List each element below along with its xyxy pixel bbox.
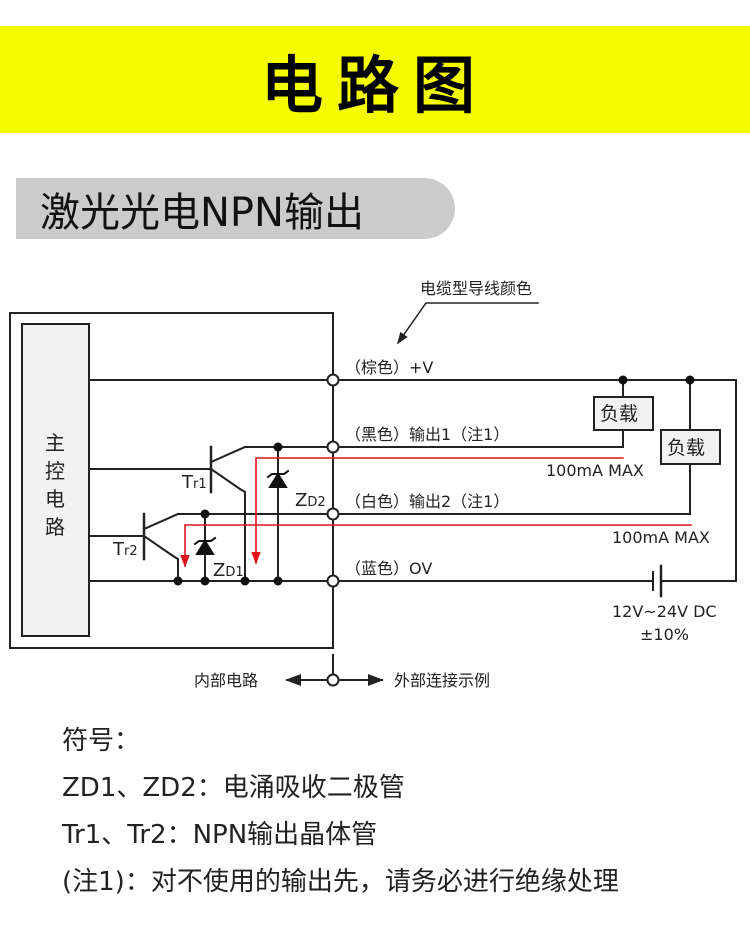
label-brown: （棕色）+V (345, 358, 433, 377)
load2-box (660, 429, 721, 465)
supply-voltage: 12V~24V DC (612, 602, 717, 621)
load2-label: 负载 (667, 437, 705, 459)
main-circuit-char: 主 (45, 431, 65, 455)
supply-tolerance: ±10% (640, 625, 689, 644)
internal-circuit-label: 内部电路 (194, 671, 258, 690)
legend-transistor: Tr1、Tr2：NPN输出晶体管 (62, 820, 378, 850)
main-circuit-char: 路 (45, 515, 65, 539)
page-title: 电路图 (260, 48, 489, 122)
current-path-2 (180, 524, 692, 568)
tr1-label: Tr1 (181, 472, 207, 493)
zd2-label: ZD2 (295, 490, 326, 511)
current-path-1 (251, 457, 624, 565)
external-connection-label: 外部连接示例 (394, 671, 490, 690)
terminal-black (326, 440, 340, 454)
label-blue: （蓝色）OV (345, 559, 432, 578)
current-label-2: 100mA MAX (612, 528, 710, 547)
legend-title: 符号： (62, 726, 141, 756)
terminal-brown (326, 373, 340, 387)
symbol-legend: 符号： ZD1、ZD2：电涌吸收二极管 Tr1、Tr2：NPN输出晶体管 (注1… (62, 718, 619, 906)
header-banner: 电路图 (0, 26, 750, 133)
main-circuit-char: 控 (45, 459, 65, 483)
legend-zener: ZD1、ZD2：电涌吸收二极管 (62, 773, 405, 803)
main-circuit-char: 电 (45, 487, 65, 511)
terminal-white (326, 507, 340, 521)
tr2-label: Tr2 (112, 539, 138, 560)
zd1-label: ZD1 (213, 560, 244, 581)
load1-box (593, 396, 654, 431)
terminal-blue (326, 574, 340, 588)
section-title: 激光光电NPN输出 (40, 189, 364, 236)
legend-note: (注1)：对不使用的输出先，请务必进行绝缘处理 (62, 867, 619, 897)
label-black: （黑色）输出1（注1） (345, 425, 509, 444)
current-label-1: 100mA MAX (546, 461, 644, 480)
load1-label: 负载 (600, 403, 638, 425)
label-white: （白色）输出2（注1） (345, 492, 509, 511)
main-control-box (21, 323, 90, 637)
cable-color-note: 电缆型导线颜色 (420, 279, 532, 298)
section-title-pill: 激光光电NPN输出 (16, 178, 455, 239)
annotation-pointer (396, 302, 539, 345)
